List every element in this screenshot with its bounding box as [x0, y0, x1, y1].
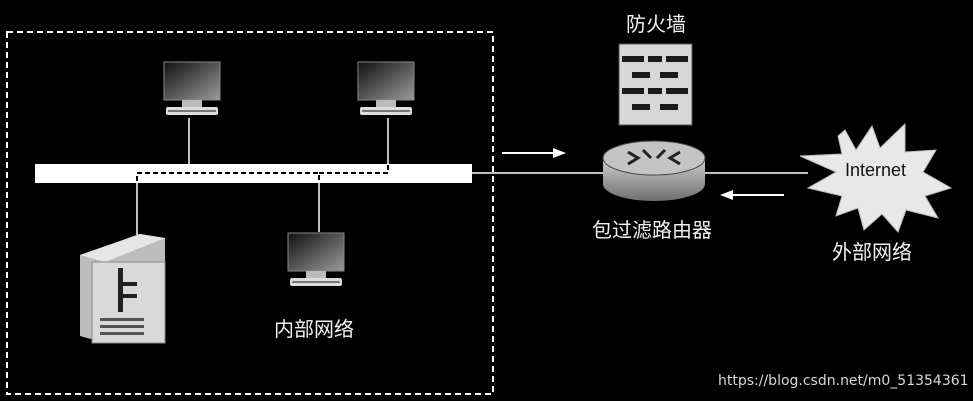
arrow-left-icon: [720, 190, 784, 200]
internal-route-line-2: [319, 164, 389, 174]
cloud-burst-icon: [799, 122, 953, 233]
server-icon: [80, 234, 166, 344]
firewall-label: 防火墙: [626, 12, 686, 36]
external-network-label: 外部网络: [832, 240, 912, 264]
internal-network-boundary: [6, 31, 494, 395]
router-label: 包过滤路由器: [592, 218, 712, 242]
router-icon: [602, 140, 706, 201]
internet-label: Internet: [845, 160, 907, 180]
monitor-icon: [287, 232, 345, 287]
arrow-right-icon: [502, 148, 566, 158]
watermark-url: https://blog.csdn.net/m0_51354361: [718, 373, 969, 389]
internal-network-label: 内部网络: [274, 317, 354, 341]
monitor-icon: [163, 61, 221, 116]
firewall-icon: [618, 43, 693, 126]
monitor-icon: [357, 61, 415, 116]
